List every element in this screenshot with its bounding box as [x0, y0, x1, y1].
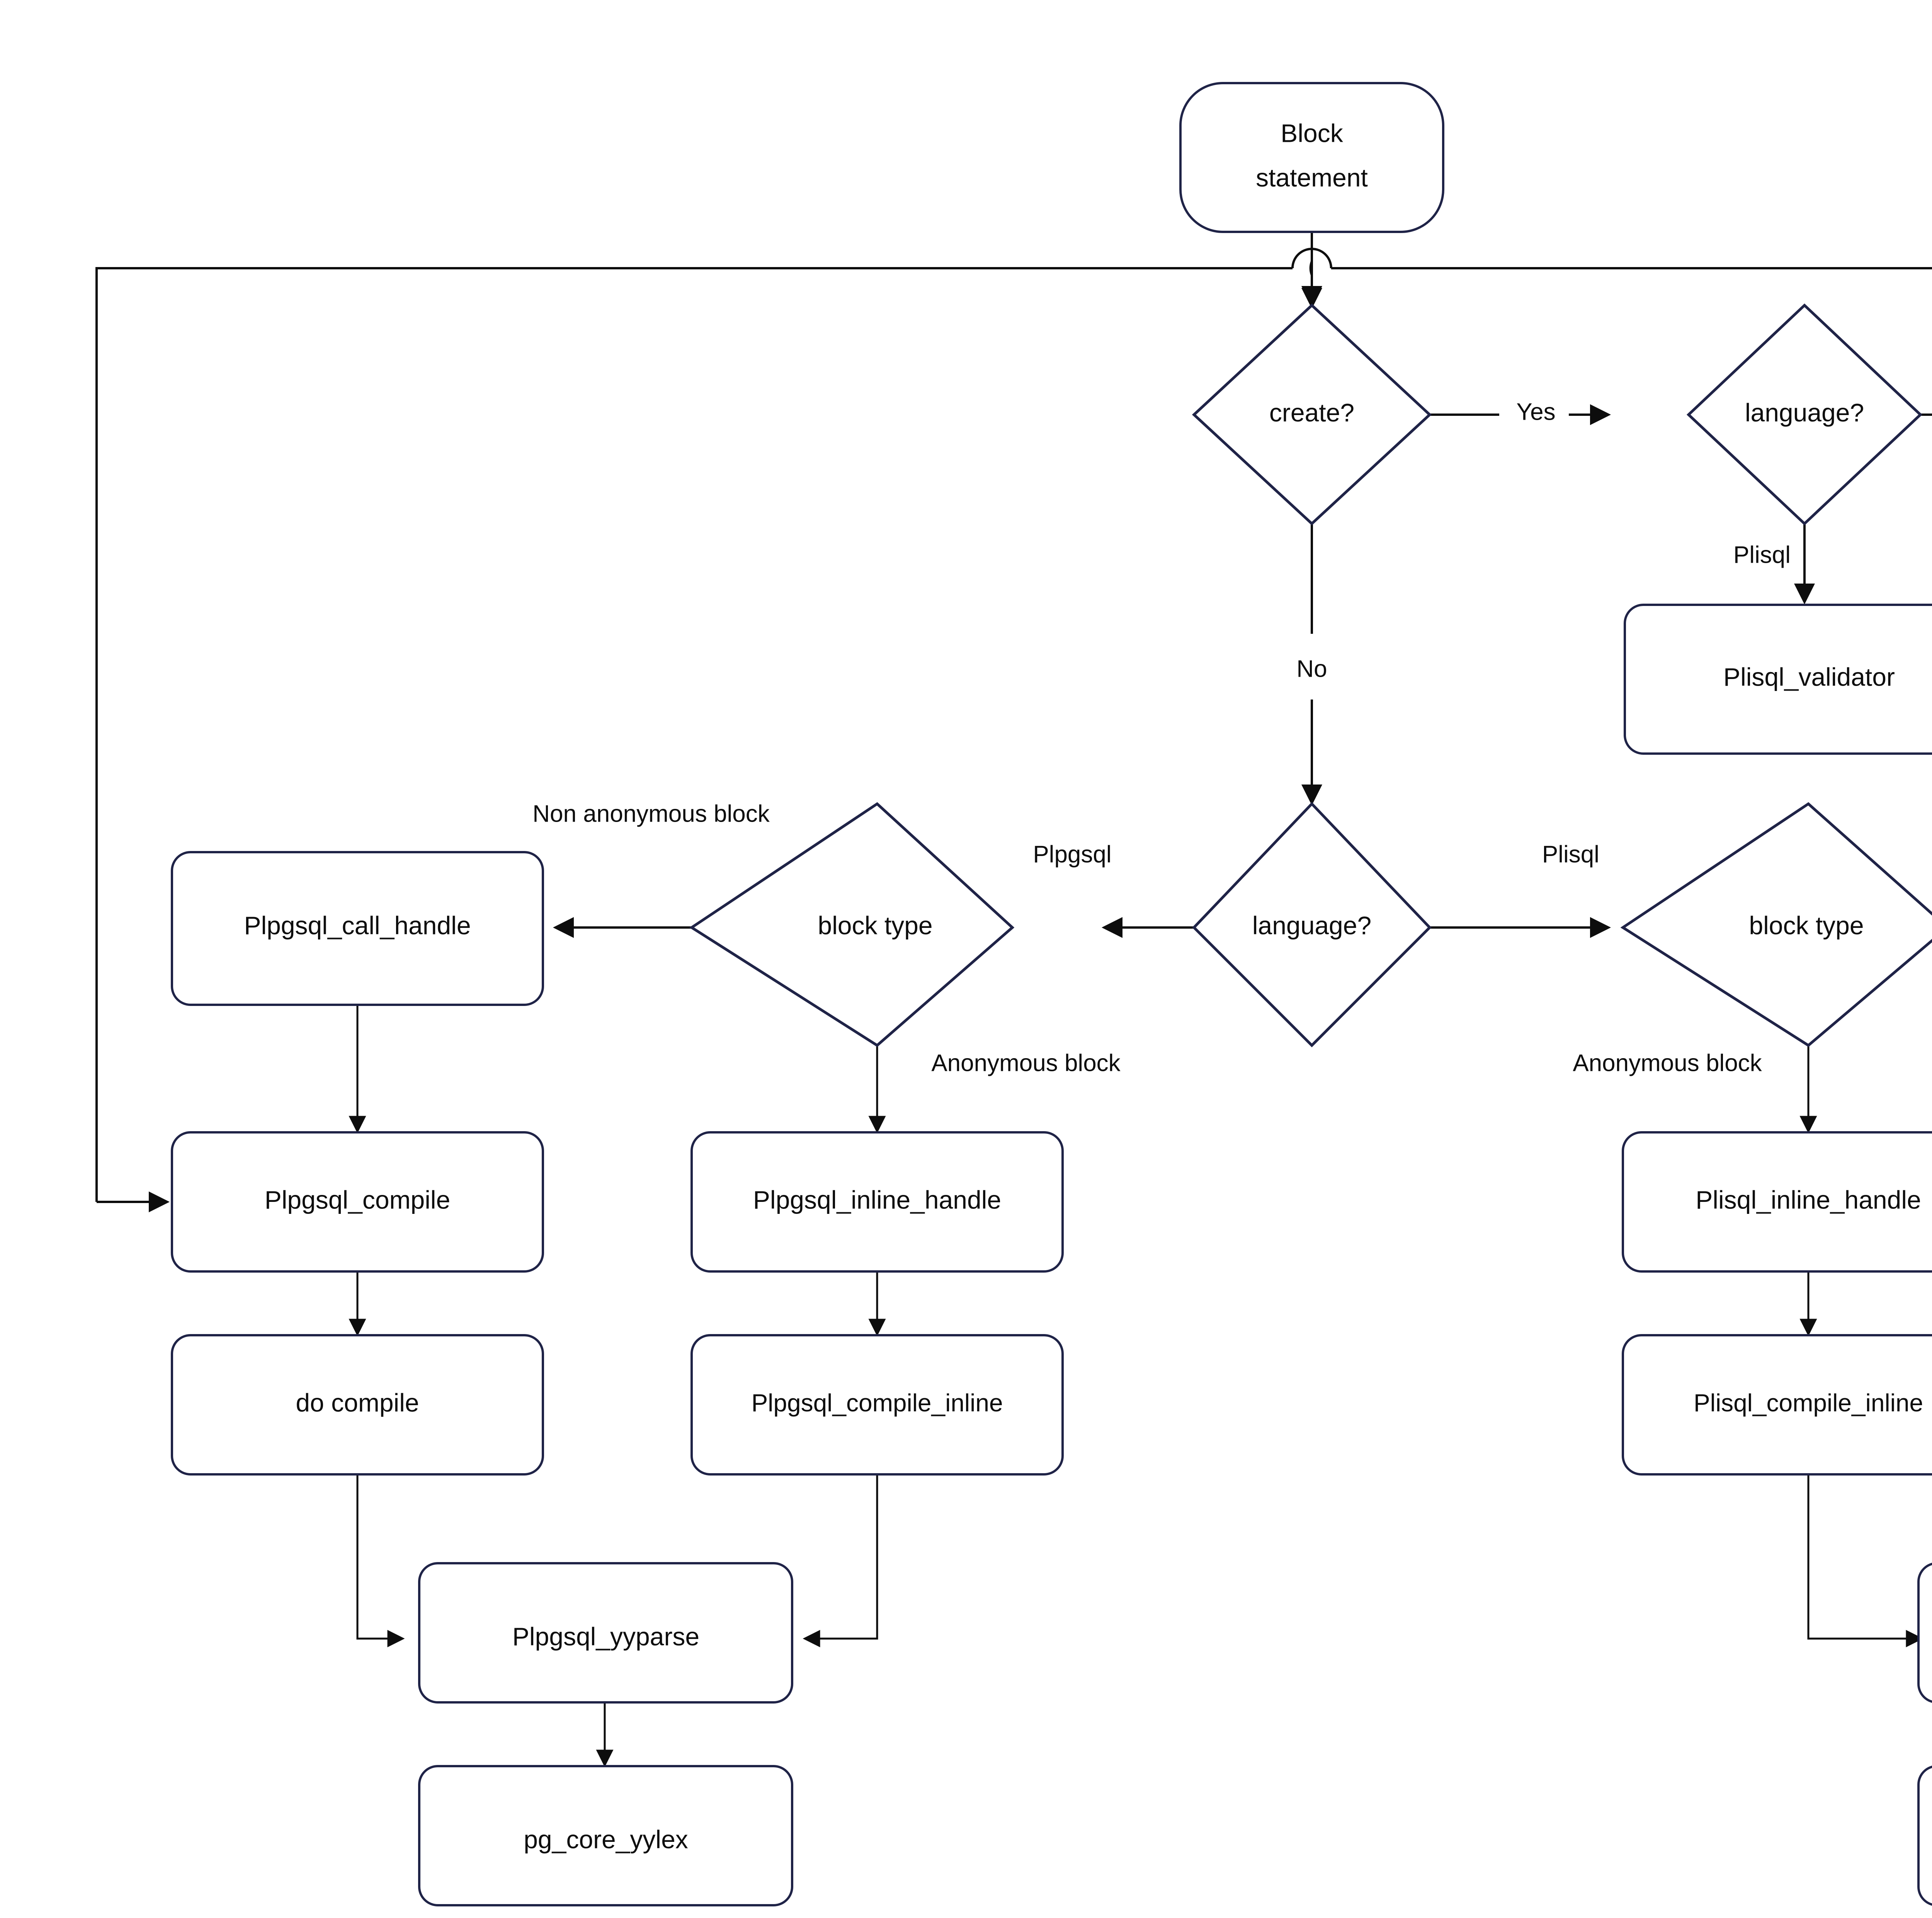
node-block-type-right-label: block type: [1749, 911, 1864, 939]
node-plpgsql-call-handle-label: Plpgsql_call_handle: [244, 911, 471, 939]
edge-label-plisql-mid: Plisql: [1542, 841, 1599, 868]
node-do-compile-left[interactable]: do compile: [171, 1334, 544, 1476]
edge-label-non-anon-left: Non anonymous block: [532, 800, 770, 827]
node-plisql-validator[interactable]: Plisql_validator: [1624, 604, 1932, 755]
node-ora-core-yylex[interactable]: ora_core_yylex: [1917, 1765, 1932, 1906]
node-language-decision-mid[interactable]: language?: [1192, 802, 1432, 1047]
node-language-decision-mid-label: language?: [1252, 911, 1371, 939]
edge-label-plpgsql-mid: Plpgsql: [1033, 841, 1111, 868]
node-block-statement-line2: statement: [1256, 163, 1368, 192]
edge-docompile-left-to-yyparse: [356, 1474, 405, 1647]
node-plisql-yyparse[interactable]: Plisql_yyparse: [1917, 1562, 1932, 1703]
node-language-decision-top-label: language?: [1745, 398, 1864, 427]
node-pg-core-yylex-label: pg_core_yylex: [524, 1825, 688, 1853]
node-pg-core-yylex[interactable]: pg_core_yylex: [418, 1765, 793, 1906]
node-plpgsql-compile[interactable]: Plpgsql_compile: [171, 1131, 544, 1273]
node-plpgsql-compile-inline[interactable]: Plpgsql_compile_inline: [690, 1334, 1064, 1476]
edge-label-no: No: [1296, 655, 1327, 682]
node-do-compile-left-label: do compile: [296, 1388, 419, 1417]
edge-start-hop: [1291, 248, 1332, 269]
node-plpgsql-yyparse-label: Plpgsql_yyparse: [512, 1622, 699, 1651]
node-language-decision-top[interactable]: language?: [1686, 303, 1923, 526]
node-create-decision-label: create?: [1269, 398, 1354, 427]
edge-label-plisql-top: Plisql: [1733, 541, 1791, 568]
node-block-type-left-label: block type: [818, 911, 932, 939]
edge-label-yes: Yes: [1516, 398, 1555, 425]
node-plisql-validator-label: Plisql_validator: [1723, 662, 1895, 691]
node-block-type-right[interactable]: block type: [1620, 802, 1932, 1047]
edge-label-anon-left: Anonymous block: [931, 1050, 1121, 1076]
node-block-type-left[interactable]: block type: [689, 802, 1015, 1047]
node-plpgsql-compile-inline-label: Plpgsql_compile_inline: [751, 1389, 1003, 1417]
node-plpgsql-call-handle[interactable]: Plpgsql_call_handle: [171, 851, 544, 1006]
node-plisql-compile-inline-label: Plisql_compile_inline: [1694, 1389, 1923, 1417]
edge-feedback-bus-right: [1331, 267, 1932, 269]
node-plisql-inline-handle-label: Plisql_inline_handle: [1696, 1185, 1921, 1214]
node-plpgsql-inline-handle[interactable]: Plpgsql_inline_handle: [690, 1131, 1064, 1273]
node-plisql-compile-inline[interactable]: Plisql_compile_inline: [1622, 1334, 1932, 1476]
node-plpgsql-inline-handle-label: Plpgsql_inline_handle: [753, 1185, 1001, 1214]
node-plpgsql-yyparse[interactable]: Plpgsql_yyparse: [418, 1562, 793, 1704]
edge-plisql-compileinline-to-yyparse: [1807, 1474, 1923, 1647]
node-plpgsql-compile-label: Plpgsql_compile: [265, 1185, 451, 1214]
edge-feedback-bus-left: [95, 267, 1293, 1202]
node-block-statement-line1: Block: [1281, 119, 1343, 147]
node-create-decision[interactable]: create?: [1192, 303, 1432, 526]
node-block-statement[interactable]: Block statement: [1179, 82, 1444, 233]
edge-plpgsql-compileinline-to-yyparse: [803, 1474, 878, 1647]
node-plisql-inline-handle[interactable]: Plisql_inline_handle: [1622, 1131, 1932, 1273]
edge-label-anon-right: Anonymous block: [1573, 1050, 1762, 1076]
